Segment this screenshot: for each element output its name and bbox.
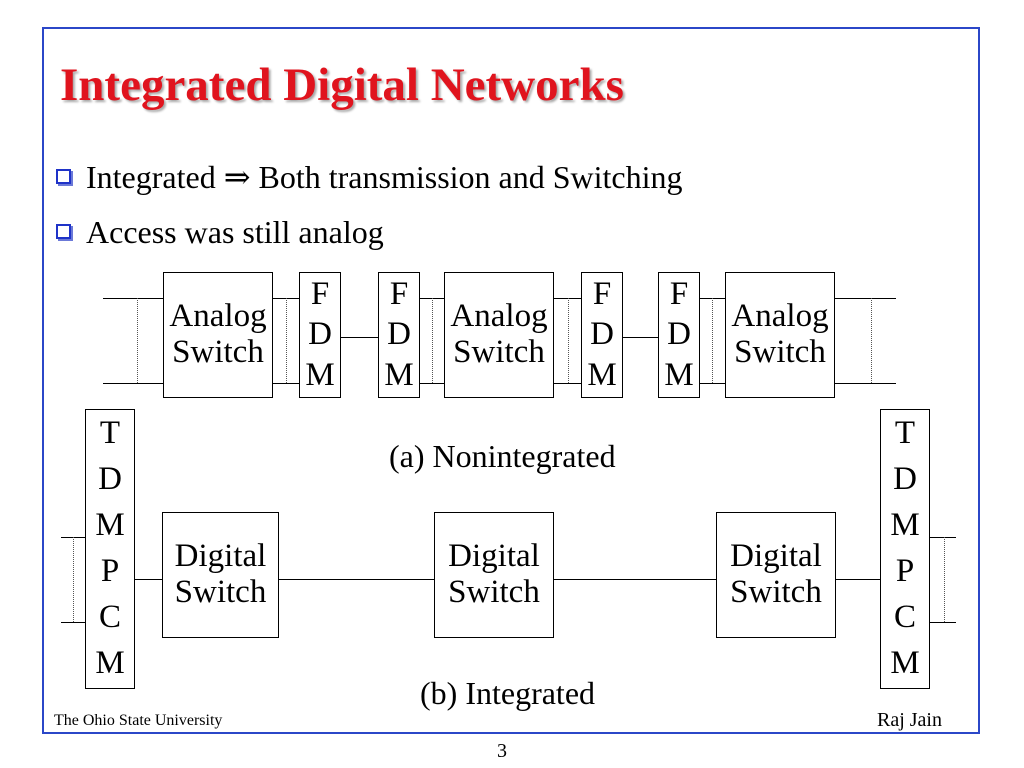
digital-switch-label-line1: Digital (730, 538, 822, 575)
analog-switch-label-line2: Switch (172, 334, 264, 370)
analog-switch-label-line2: Switch (453, 334, 545, 370)
fdm-letter: M (384, 356, 414, 393)
fdm-letter: D (308, 316, 332, 353)
footer-university: The Ohio State University (54, 712, 223, 729)
fdm-letter: M (305, 356, 335, 393)
digital-switch-label-line2: Switch (730, 574, 822, 610)
tdm-letter: P (895, 553, 915, 590)
tdm-letter: C (893, 599, 916, 636)
tdm-letter: M (890, 645, 920, 682)
fdm-box-2: F D M (378, 272, 420, 398)
fdm-letter: F (592, 275, 612, 312)
page-number: 3 (497, 740, 507, 762)
fdm-letter: M (587, 356, 617, 393)
digital-switch-label-line1: Digital (448, 538, 540, 575)
square-bullet-icon (56, 224, 71, 239)
fdm-letter: D (387, 316, 411, 353)
fdm-box-1: F D M (299, 272, 341, 398)
analog-switch-label-line1: Analog (731, 298, 829, 335)
bullet-text: Access was still analog (86, 214, 384, 250)
tdm-letter: D (893, 461, 917, 498)
analog-switch-label-line1: Analog (450, 298, 548, 335)
slide-title: Integrated Digital Networks (60, 59, 624, 111)
tdm-letter: D (98, 461, 122, 498)
bullet-item: Integrated ⇒ Both transmission and Switc… (56, 158, 683, 196)
square-bullet-icon (56, 169, 71, 184)
tdm-letter: C (98, 599, 121, 636)
digital-switch-label-line2: Switch (174, 574, 267, 610)
bullet-text: Integrated ⇒ Both transmission and Switc… (86, 159, 683, 195)
footer-author: Raj Jain (877, 709, 942, 731)
analog-switch-label-line1: Analog (169, 298, 267, 335)
fdm-box-4: F D M (658, 272, 700, 398)
tdm-letter: T (99, 415, 121, 452)
fdm-letter: M (664, 356, 694, 393)
slide-frame (42, 27, 980, 734)
bullet-item: Access was still analog (56, 214, 384, 251)
fdm-letter: D (667, 316, 691, 353)
caption-nonintegrated: (a) Nonintegrated (389, 438, 616, 474)
tdm-letter: M (95, 507, 125, 544)
caption-integrated: (b) Integrated (420, 675, 596, 711)
digital-switch-label-line1: Digital (174, 538, 267, 575)
analog-switch-label-line2: Switch (734, 334, 826, 370)
tdm-pcm-box-right: T D M P C M (880, 409, 930, 689)
fdm-box-3: F D M (581, 272, 623, 398)
tdm-letter: M (95, 645, 125, 682)
digital-switch-label-line2: Switch (448, 574, 540, 610)
fdm-letter: F (310, 275, 330, 312)
tdm-letter: T (894, 415, 916, 452)
fdm-letter: F (669, 275, 689, 312)
tdm-letter: P (100, 553, 120, 590)
tdm-pcm-box-left: T D M P C M (85, 409, 135, 689)
fdm-letter: D (590, 316, 614, 353)
tdm-letter: M (890, 507, 920, 544)
fdm-letter: F (389, 275, 409, 312)
